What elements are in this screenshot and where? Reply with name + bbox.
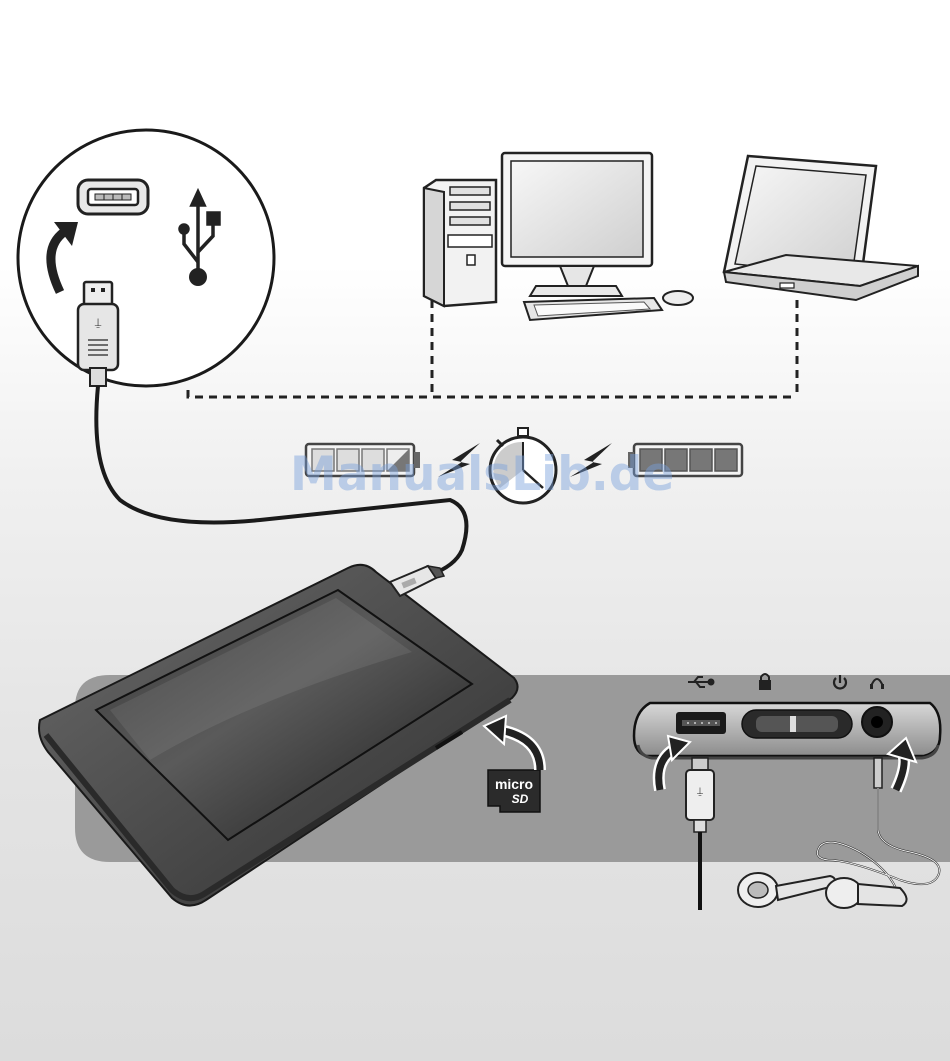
usb-port-icon bbox=[78, 180, 148, 214]
connection-dashed-lines bbox=[188, 300, 797, 397]
microsd-label-line2: SD bbox=[512, 792, 529, 806]
microsd-label-line1: micro bbox=[495, 776, 533, 792]
hold-slider-switch bbox=[742, 710, 852, 738]
microsd-card-icon: micro SD bbox=[488, 770, 540, 812]
svg-text:⍊: ⍊ bbox=[697, 786, 703, 797]
desktop-computer bbox=[424, 153, 693, 320]
usb-connection-magnifier: ⍊ bbox=[18, 130, 274, 386]
laptop-computer bbox=[724, 156, 918, 300]
watermark-text: ManualsLib.de bbox=[290, 447, 670, 502]
device-usb-plug bbox=[390, 566, 444, 596]
micro-usb-port bbox=[676, 712, 726, 734]
svg-text:⍊: ⍊ bbox=[95, 316, 102, 329]
usb-plug-icon: ⍊ bbox=[78, 282, 118, 386]
